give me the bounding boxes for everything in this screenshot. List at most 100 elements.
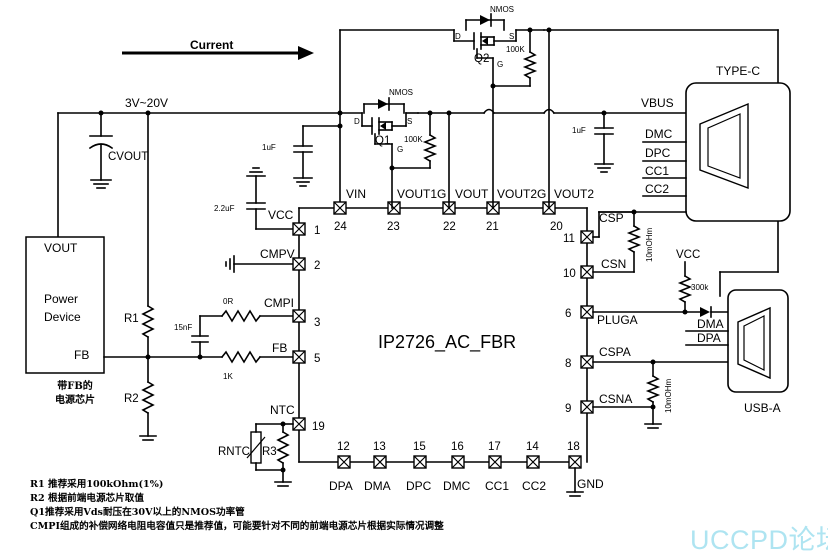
q1-nmos — [361, 97, 419, 209]
pin-csp-num: 11 — [563, 233, 575, 245]
pin-vcc-name: VCC — [268, 208, 294, 222]
r-pluga-label: 300k — [691, 283, 709, 292]
pin-dpc-name: DPC — [406, 479, 432, 493]
csp-csn-sense — [592, 211, 642, 273]
usba-dma-label: DMA — [697, 317, 724, 331]
pin-vout-name: VOUT — [455, 187, 489, 201]
vcc-capacitor — [246, 167, 293, 230]
design-notes: R1 推荐采用100kOhm(1%) R2 根据前端电源芯片取值 Q1推荐采用V… — [30, 478, 444, 534]
current-label: Current — [190, 38, 233, 52]
pin-vout2g-name: VOUT2G — [497, 187, 546, 201]
pluga-network — [592, 261, 729, 318]
pin-cmpi-name: CMPI — [264, 296, 294, 310]
pin-vcc-num: 1 — [314, 225, 320, 237]
r1-label: R1 — [124, 313, 139, 325]
pin-cmpv-num: 2 — [314, 260, 320, 272]
pin-dma-num: 13 — [373, 441, 386, 453]
pin-dpc-num: 15 — [413, 441, 426, 453]
top-rail — [339, 29, 779, 297]
pin-dpa-name: DPA — [329, 479, 353, 493]
r-fb-label: 1K — [223, 372, 233, 381]
power-device-note-line1: 带FB的 — [57, 381, 93, 392]
pin-cspa-num: 8 — [565, 358, 571, 370]
q1-g-label: G — [397, 145, 403, 154]
r-cmpi-label: 0R — [223, 297, 233, 306]
pin-csn-name: CSN — [601, 257, 626, 271]
pin-ntc-name: NTC — [270, 403, 295, 417]
q2-d-label: D — [455, 32, 461, 41]
vin-capacitor — [293, 125, 341, 187]
pin-dmc-name: DMC — [443, 479, 471, 493]
usba-dpa-label: DPA — [697, 331, 721, 345]
pin-gnd-num: 18 — [567, 441, 580, 453]
vbus-label: VBUS — [641, 96, 674, 110]
vcc-supply-label: VCC — [676, 249, 700, 261]
q2-label: Q2 — [474, 53, 489, 65]
q1-d-label: D — [354, 117, 360, 126]
r-q1-resistor — [391, 112, 438, 169]
c-cmpi-label: 15nF — [174, 323, 192, 332]
r-csp-label: 10mOHm — [645, 227, 654, 262]
typec-dmc-label: DMC — [645, 127, 673, 141]
gnd-stub — [566, 467, 584, 497]
pin-vout-num: 22 — [443, 221, 456, 233]
pin-fb-name: FB — [272, 341, 287, 355]
typec-title: TYPE-C — [716, 64, 760, 78]
pin-vin-name: VIN — [346, 187, 366, 201]
r-q2-resistor — [492, 29, 538, 87]
pin-vout2g-num: 21 — [486, 221, 499, 233]
pin-gnd-name: GND — [577, 477, 604, 491]
power-device — [25, 236, 105, 374]
c-vcc-label: 2.2uF — [214, 204, 235, 213]
pin-vin-num: 24 — [334, 221, 347, 233]
typec-cc1-label: CC1 — [645, 164, 669, 178]
typec-cc2-label: CC2 — [645, 182, 669, 196]
c-vin-label: 1uF — [262, 143, 276, 152]
q1-s-label: S — [407, 117, 412, 126]
pin-cc2-num: 14 — [526, 441, 539, 453]
pin-vout1g-name: VOUT1G — [397, 187, 446, 201]
power-device-title-2: Device — [44, 310, 81, 324]
q1-nmos-label: NMOS — [389, 88, 413, 97]
rail-voltage-label: 3V~20V — [125, 96, 168, 110]
cmpv-ground — [225, 255, 293, 273]
rntc-label: RNTC — [218, 446, 250, 458]
r-q1-label: 100K — [404, 135, 423, 144]
typec-connector — [685, 82, 791, 222]
pin-csna-num: 9 — [565, 403, 571, 415]
q2-nmos-label: NMOS — [490, 5, 514, 14]
pin-dpa-num: 12 — [337, 441, 350, 453]
power-device-note-line2: 电源芯片 — [55, 395, 95, 406]
pin-vout2-num: 20 — [550, 221, 563, 233]
usba-title: USB-A — [744, 401, 781, 415]
pin-pluga-num: 6 — [565, 308, 571, 320]
current-arrow — [122, 46, 314, 60]
r-q2-label: 100K — [506, 45, 525, 54]
power-device-title-1: Power — [44, 292, 78, 306]
usba-connector — [727, 289, 789, 393]
pin-cmpi-num: 3 — [314, 317, 320, 329]
power-device-pin-fb: FB — [74, 348, 89, 362]
note-q1: Q1推荐采用Vds耐压在30V以上的NMOS功率管 — [30, 507, 245, 518]
note-r2: R2 根据前端电源芯片取值 — [30, 493, 144, 504]
r3-label: R3 — [262, 446, 277, 458]
pin-pluga-name: PLUGA — [597, 313, 638, 327]
note-cmpi: CMPI组成的补偿网络电阻电容值只是推荐值，可能要针对不同的前端电源芯片根据实际… — [30, 521, 444, 532]
forum-watermark: UCCPD论坛 — [690, 525, 828, 555]
pin-cc1-num: 17 — [488, 441, 501, 453]
pin-cc2-name: CC2 — [522, 479, 546, 493]
typec-dpc-label: DPC — [645, 146, 671, 160]
r-cspa-label: 10mOHm — [664, 378, 673, 413]
q2-s-label: S — [509, 32, 514, 41]
pin-ntc-num: 19 — [312, 421, 325, 433]
note-r1: R1 推荐采用100kOhm(1%) — [30, 479, 164, 490]
c-vbus-label: 1uF — [572, 126, 586, 135]
pin-csp-name: CSP — [599, 211, 624, 225]
fb-compensation-network — [191, 309, 293, 364]
pin-dma-name: DMA — [364, 479, 391, 493]
power-device-note: 带FB的 电源芯片 — [40, 380, 110, 408]
vbus-capacitor — [594, 112, 614, 173]
cvout-label: CVOUT — [108, 151, 148, 163]
power-device-pin-vout: VOUT — [44, 241, 78, 255]
